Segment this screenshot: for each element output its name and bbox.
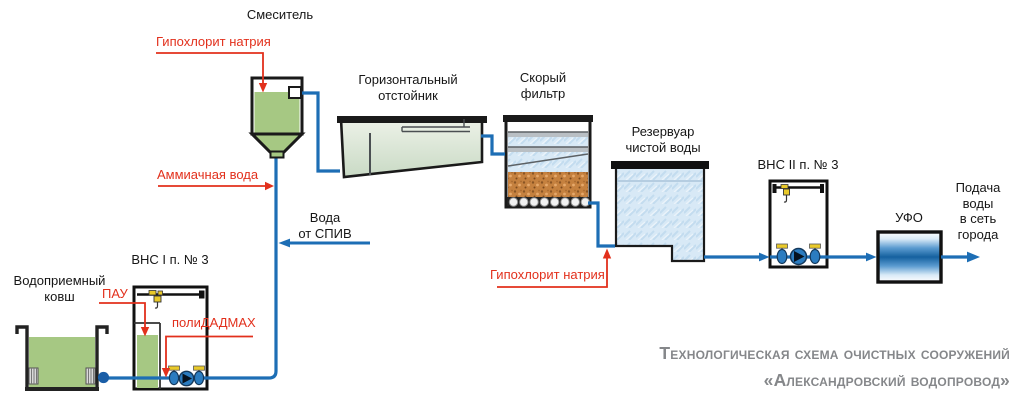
pac-label: ПАУ: [102, 286, 128, 301]
hypochlorite-top-line: [156, 52, 264, 84]
water-from-spiv-label: Вода от СПИВ: [298, 210, 352, 241]
chemical-arrowheads: [140, 83, 612, 378]
pumping-station-1-label: ВНС I п. № 3: [131, 252, 209, 267]
ammonia-water-label: Аммиачная вода: [157, 167, 259, 182]
sodium-hypochlorite-top-label: Гипохлорит натрия: [156, 34, 271, 49]
chemical-lines: [99, 52, 608, 369]
mixer-funnel: [248, 86, 306, 159]
mixer-label: Смеситель: [246, 7, 314, 22]
pump-icon: [789, 247, 808, 266]
pumping-station-2-label: ВНС II п. № 3: [757, 157, 839, 172]
hypochlorite-bottom-line: [497, 258, 608, 288]
uv-unit-label: УФО: [895, 210, 923, 225]
filter-vessel: [503, 115, 593, 209]
sodium-hypochlorite-bottom-label: Гипохлорит натрия: [490, 267, 605, 282]
polydadmac-label: полиДАДМАХ: [172, 315, 256, 330]
intake-pump-icon: [97, 371, 110, 384]
diagram-title: Технологическая схема очистных сооружени…: [659, 340, 1010, 394]
valve-icon: [809, 243, 821, 265]
pipe-mixer-to-settler: [299, 91, 340, 173]
filter-nozzles: [508, 197, 590, 207]
pipe-filter-to-reservoir: [588, 201, 615, 248]
pump-station-1-building: [132, 285, 209, 391]
diagram-title-line1: Технологическая схема очистных сооружени…: [659, 343, 1010, 363]
reservoir-vessel: [611, 161, 709, 263]
valve-icon: [776, 243, 788, 265]
city-supply-label: Подача воды в сеть города: [955, 180, 1001, 242]
crane-icon: [137, 290, 205, 309]
pipe-settler-to-filter: [481, 134, 505, 156]
clean-water-reservoir-label: Резервуар чистой воды: [625, 124, 701, 155]
crane-icon: [772, 184, 824, 203]
pipe-arrowheads: [759, 251, 980, 263]
valve-icon: [168, 365, 180, 386]
diagram-title-line2: «Александровский водопровод»: [763, 370, 1010, 390]
spiv-arrow: [278, 238, 370, 248]
pump-valve-group-1: [168, 365, 205, 387]
pipe-intake-to-mixer: [103, 157, 278, 380]
pump-icon: [178, 370, 195, 387]
pipe-network: [103, 91, 967, 380]
pump-valve-group-2: [776, 243, 821, 266]
polydadmac-line: [165, 335, 253, 369]
valve-icon: [193, 365, 205, 386]
uv-unit-vessel: [876, 230, 943, 284]
settler-vessel: [337, 116, 487, 179]
intake-screen-icon: [28, 367, 96, 385]
rapid-filter-label: Скорый фильтр: [519, 70, 567, 101]
intake-bucket-vessel: [15, 325, 109, 391]
intake-bucket-label: Водоприемный ковш: [13, 273, 106, 304]
pac-line: [99, 302, 146, 328]
horizontal-settler-label: Горизонтальный отстойник: [358, 72, 458, 103]
